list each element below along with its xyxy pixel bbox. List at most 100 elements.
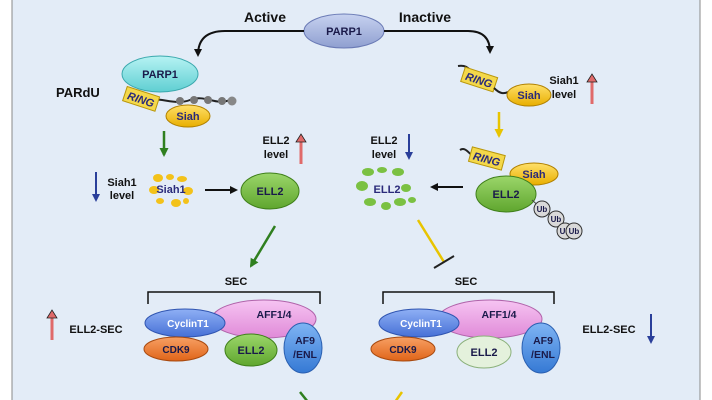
cyclint1-label-right: CyclinT1 <box>400 319 442 330</box>
ring-box-right <box>460 66 499 93</box>
green-arrow-to-sec <box>249 225 277 268</box>
ell2-level-right-line2: level <box>372 149 396 161</box>
fragment <box>171 199 181 207</box>
cdk9-node-right <box>370 336 436 362</box>
sec-ell2-label-left: ELL2 <box>238 345 265 357</box>
top-parp1-switch: PARP1 Active Inactive <box>194 9 494 57</box>
fragment <box>177 176 187 182</box>
arrow-to-inactive <box>384 30 494 54</box>
par-unit <box>218 97 226 105</box>
bottom-arrow-right <box>394 391 404 400</box>
ell2-level-line1: ELL2 <box>263 135 290 147</box>
af9-node-left <box>283 322 323 374</box>
arrow-up-icon-head <box>295 133 307 143</box>
ell2-level-line2: level <box>264 149 288 161</box>
arrow-to-active <box>194 30 304 57</box>
fragment <box>183 198 189 204</box>
cdk9-node-left <box>143 336 209 362</box>
aff-label-left: AFF1/4 <box>256 309 291 321</box>
arrow-down-icon-head <box>647 336 655 344</box>
ell2-label-left: ELL2 <box>257 186 284 198</box>
sec-label-left: SEC <box>225 276 248 288</box>
parp1-center-label: PARP1 <box>326 26 362 38</box>
inactive-label: Inactive <box>399 9 451 25</box>
fragment <box>392 168 404 176</box>
siah-label-complex: Siah <box>522 169 546 181</box>
ub-bead <box>533 200 551 218</box>
fragment <box>408 197 416 203</box>
right-sec-complex: SEC AFF1/4 CyclinT1 CDK9 ELL2 AF9 /ENL <box>370 276 561 374</box>
ub-label: Ub <box>560 227 571 236</box>
ell2-sec-label-left: ELL2-SEC <box>69 324 122 336</box>
ring-box-complex <box>467 146 506 171</box>
siah1-level-left: Siah1 level <box>92 172 137 202</box>
fragment <box>381 202 391 210</box>
ell2-sec-label-right: ELL2-SEC <box>582 324 635 336</box>
cyclint1-label-left: CyclinT1 <box>167 319 209 330</box>
linker-right <box>493 87 509 95</box>
arrow-down-icon-head <box>92 194 100 202</box>
pardu-label: PARdU <box>56 85 100 100</box>
ub-bead <box>565 222 583 240</box>
arrow-down-icon-head <box>405 152 413 160</box>
siah1-level-line1: Siah1 <box>107 177 136 189</box>
fragment <box>156 198 164 204</box>
af9-label-right-2: /ENL <box>531 349 556 361</box>
ell2-level-right-line1: ELL2 <box>371 135 398 147</box>
fragment <box>183 187 193 195</box>
af9-label-right-1: AF9 <box>533 335 553 347</box>
arrow-up-icon-head <box>46 309 58 319</box>
cdk9-label-right: CDK9 <box>389 345 417 356</box>
siah1-fragments: Siah1 <box>149 174 193 207</box>
siah-left <box>165 104 211 128</box>
ring-box-left <box>121 85 161 112</box>
fragment <box>362 168 374 176</box>
par-unit <box>204 96 212 104</box>
ell2-fragments-right: ELL2 <box>356 167 416 210</box>
active-label: Active <box>244 9 286 25</box>
inhibition-line <box>416 219 446 263</box>
siah1-fragment-label: Siah1 <box>156 184 185 196</box>
par-unit <box>227 96 237 106</box>
ell2-fragment-label: ELL2 <box>374 184 401 196</box>
sec-ell2-label-right: ELL2 <box>471 347 498 359</box>
ell2-label-complex: ELL2 <box>493 189 520 201</box>
parp1-active-node <box>121 55 199 93</box>
siah-right <box>506 83 552 107</box>
fragment <box>356 181 368 191</box>
sec-label-right: SEC <box>455 276 478 288</box>
af9-label-left-2: /ENL <box>293 349 318 361</box>
fragment <box>394 198 406 206</box>
right-ub-complex: RING Siah ELL2 Ub Ub Ub Ub <box>459 146 583 240</box>
right-free-siah: RING Siah <box>457 64 552 107</box>
ell2-sec-right: ELL2-SEC <box>582 314 655 344</box>
sec-ell2-node-right <box>456 335 512 369</box>
left-parylated-complex: PARP1 PARdU RING Siah <box>56 55 237 128</box>
sec-bracket-right <box>382 291 555 304</box>
aff-label-right: AFF1/4 <box>481 309 516 321</box>
siah1-level-right-line2: level <box>552 89 576 101</box>
ub-bead <box>547 210 565 228</box>
fragment <box>166 174 174 180</box>
ub-label: Ub <box>551 215 562 224</box>
siah1-level-line2: level <box>110 190 134 202</box>
siah-label-right: Siah <box>517 90 541 102</box>
left-sec-complex: SEC AFF1/4 CyclinT1 CDK9 ELL2 AF9 /ENL <box>143 276 323 374</box>
ell2-complex <box>475 175 537 213</box>
af9-node-right <box>521 322 561 374</box>
ub-label: Ub <box>569 227 580 236</box>
af9-label-left-1: AF9 <box>295 335 315 347</box>
par-unit <box>190 96 198 104</box>
siah-label-left: Siah <box>176 111 200 123</box>
siah1-level-right-line1: Siah1 <box>549 75 578 87</box>
cyclint1-node-right <box>378 308 460 338</box>
ub-label: Ub <box>537 205 548 214</box>
ell2-sec-left: ELL2-SEC <box>46 309 123 340</box>
ell2-level-left: ELL2 level <box>263 133 307 164</box>
ell2-level-right: ELL2 level <box>371 134 413 161</box>
fragment <box>149 186 159 194</box>
fragment <box>377 167 387 173</box>
siah1-level-right: Siah1 level <box>549 73 598 104</box>
inhibition-bar <box>433 255 455 269</box>
